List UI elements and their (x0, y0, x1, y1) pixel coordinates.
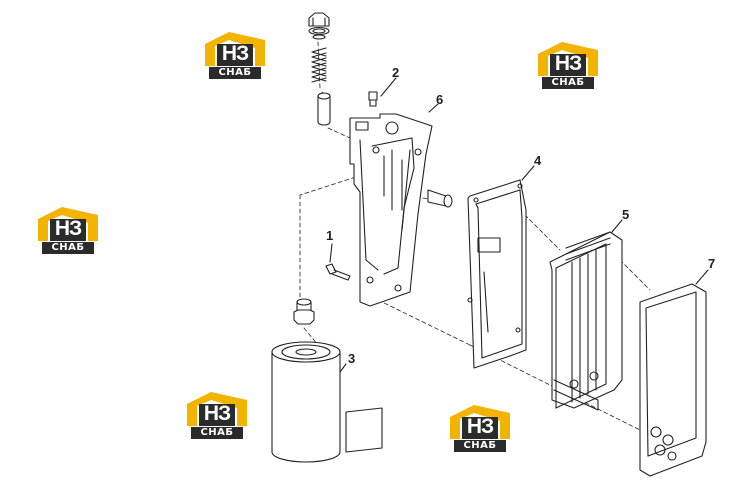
plunger (317, 92, 331, 126)
inlet-nipple (427, 189, 453, 208)
logo-small-text: СНАБ (463, 439, 497, 451)
watermark-logo: НЗ СНАБ (36, 205, 100, 255)
watermark-logo: НЗ СНАБ (448, 403, 512, 453)
part-1-bolt (325, 243, 351, 281)
logo-house-icon (187, 392, 247, 439)
logo-house-icon (205, 32, 265, 79)
logo-big-text: НЗ (221, 42, 249, 65)
logo-big-text: НЗ (466, 415, 494, 438)
logo-small-text: СНАБ (218, 66, 252, 78)
part-7-outer-gasket (639, 269, 709, 477)
watermark-logo: НЗ СНАБ (536, 40, 600, 90)
watermark-logo: НЗ СНАБ (203, 30, 267, 80)
part-5-cooler-core (549, 219, 623, 411)
callout-1: 1 (326, 228, 333, 243)
small-screw (368, 77, 397, 107)
logo-big-text: НЗ (54, 217, 82, 240)
logo-big-text: НЗ (554, 52, 582, 75)
callout-4: 4 (534, 153, 542, 168)
callout-7: 7 (708, 256, 715, 271)
logo-house-icon (38, 207, 98, 254)
logo-house-icon (450, 405, 510, 452)
threaded-fitting (293, 298, 315, 325)
logo-small-text: СНАБ (551, 76, 585, 88)
part-2-plug-screw (308, 12, 330, 40)
callouts: 1 2 3 4 5 6 7 (326, 65, 715, 366)
logo-small-text: СНАБ (200, 426, 234, 438)
callout-2: 2 (392, 65, 399, 80)
spring (311, 47, 327, 83)
watermark-logo: НЗ СНАБ (185, 390, 249, 440)
logo-house-icon (538, 42, 598, 89)
part-3-oil-filter (271, 341, 383, 463)
logo-small-text: СНАБ (51, 241, 85, 253)
part-4-gasket (467, 165, 535, 369)
logo-big-text: НЗ (203, 402, 231, 425)
callout-5: 5 (622, 207, 629, 222)
part-6-housing (349, 103, 439, 307)
callout-6: 6 (436, 92, 443, 107)
callout-3: 3 (348, 351, 355, 366)
